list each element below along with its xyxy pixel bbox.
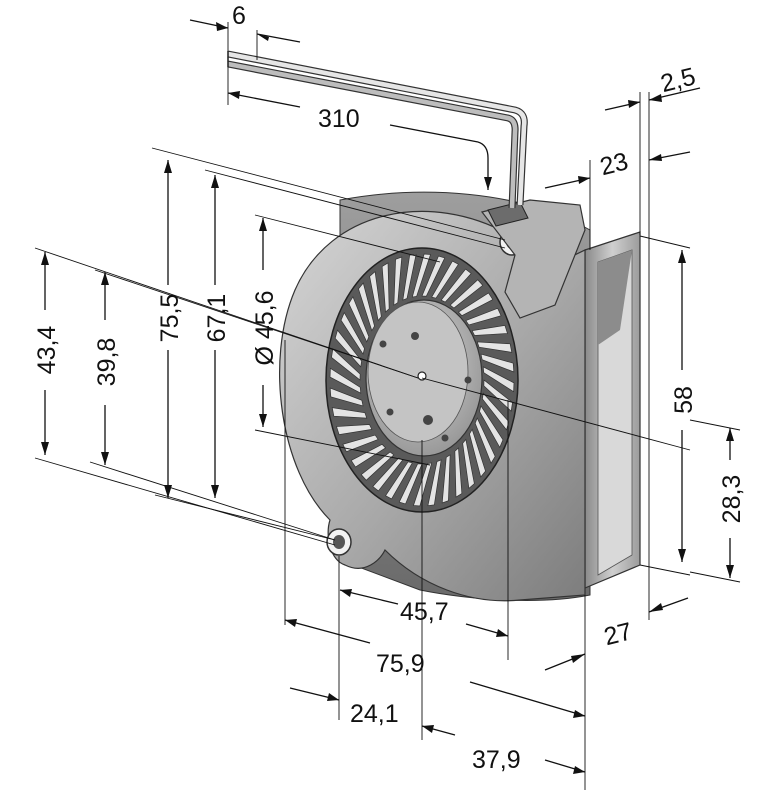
impeller-blade (412, 462, 433, 507)
outlet-inner-shadow (598, 250, 632, 345)
dim-outlet-center: 28,3 (718, 475, 746, 524)
impeller-blade (360, 451, 395, 481)
impeller-blade (350, 443, 387, 468)
dim-housing-depth: 27 (601, 617, 635, 651)
cable-exit-block (480, 199, 586, 319)
impeller-blade (340, 311, 365, 355)
impeller-blade (342, 434, 379, 453)
impeller-blade (474, 417, 496, 464)
impeller-blade (411, 253, 432, 298)
dim-width-overall: 75,9 (376, 650, 425, 678)
dim-outlet-height: 58 (670, 386, 698, 414)
dim-hub-offset: 37,9 (472, 746, 521, 774)
impeller-blade (483, 379, 513, 412)
impeller-blade (331, 407, 368, 419)
impeller-blade (385, 461, 413, 500)
impeller-blade (393, 256, 403, 306)
dim-outlet-depth: 23 (597, 147, 631, 181)
impeller-blade (431, 260, 459, 299)
dim-cable-length: 310 (318, 105, 360, 133)
impeller-blades (329, 253, 515, 507)
impeller-blade (471, 324, 508, 336)
impeller-blade (358, 282, 375, 332)
impeller-blade (479, 405, 504, 449)
arrowheads (41, 22, 734, 774)
impeller-blade (329, 387, 364, 407)
impeller-blade (441, 454, 451, 504)
dim-hub-to-mount-b: 39,8 (93, 338, 121, 387)
impeller-blade (421, 255, 446, 297)
impeller-blade (402, 253, 417, 301)
impeller-blade (457, 292, 494, 317)
impeller-blade (336, 424, 373, 436)
fan-body (279, 191, 641, 602)
impeller-blade (440, 268, 472, 303)
impeller-blade (372, 457, 404, 492)
impeller-blade (427, 459, 442, 507)
impeller-blade (469, 428, 486, 478)
dim-cable-strip: 6 (232, 2, 246, 30)
impeller-blade (381, 262, 390, 313)
impeller-blade (449, 279, 484, 309)
dim-flange-thickness: 2,5 (658, 62, 699, 98)
impeller-blade (482, 392, 510, 431)
dimension-labels: 6 310 2,5 23 75,5 67,1 Ø 45,6 43,4 39,8 … (33, 2, 746, 774)
impeller-blade (480, 353, 515, 373)
impeller-blade (369, 270, 382, 322)
dim-height-mount: 67,1 (203, 294, 231, 343)
dim-hub-to-mount-a: 43,4 (33, 326, 61, 375)
impeller-blade (398, 463, 423, 505)
dim-hub-width: 45,7 (400, 598, 449, 626)
cable (227, 50, 528, 209)
impeller-blade (334, 329, 362, 368)
impeller-blade (462, 438, 475, 490)
impeller-blade (482, 366, 515, 393)
dim-height-overall: 75,5 (156, 294, 184, 343)
dim-mount-offset: 24,1 (350, 700, 399, 728)
impeller-blade (348, 296, 370, 343)
impeller-blade (476, 341, 513, 353)
impeller-blade (465, 307, 502, 326)
impeller-blade (454, 447, 463, 498)
dimension-lines (34, 19, 741, 790)
impeller-blade (329, 367, 362, 394)
dim-inlet-diameter: Ø 45,6 (251, 290, 279, 365)
